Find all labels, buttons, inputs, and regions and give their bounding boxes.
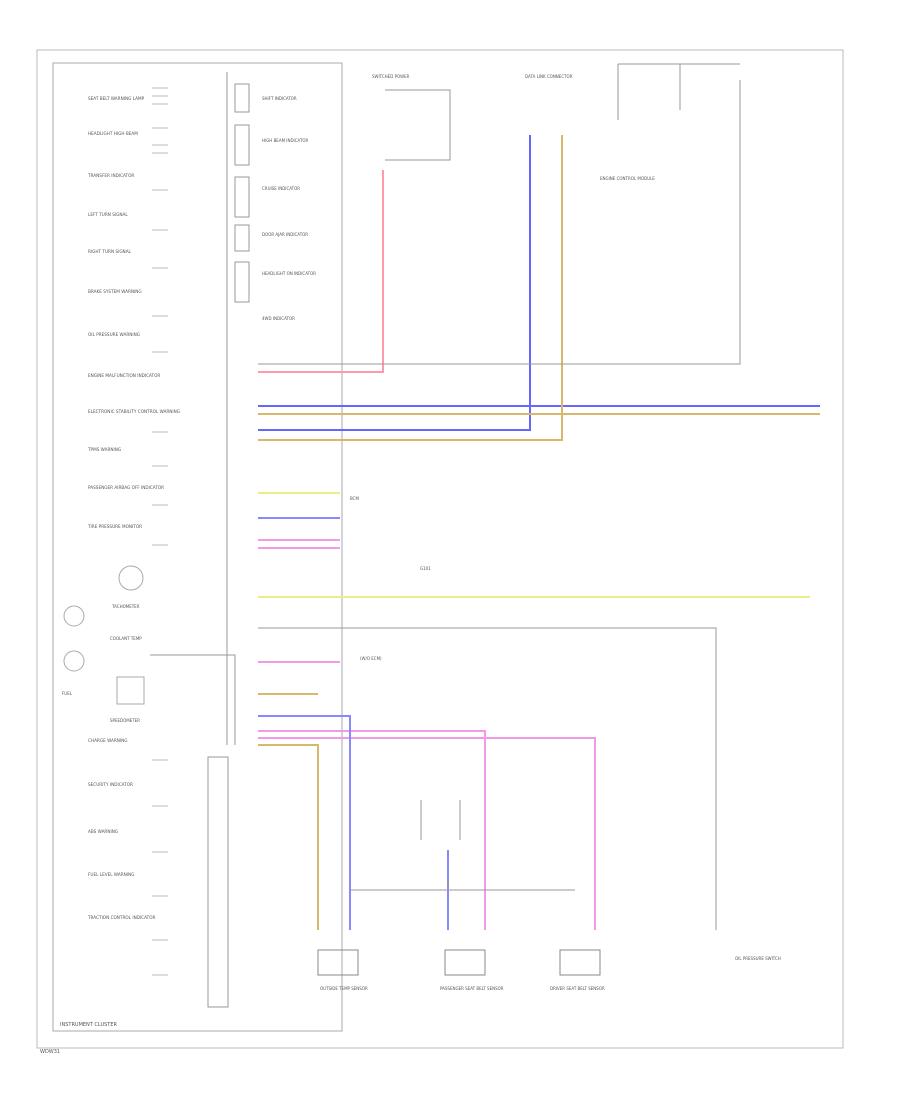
wire-red — [258, 170, 384, 373]
wire-yellow — [258, 492, 810, 598]
left-label: BRAKE SYSTEM WARNING — [88, 289, 142, 294]
left-label: RIGHT TURN SIGNAL — [88, 249, 132, 254]
left-label: TRANSFER INDICATOR — [87, 173, 134, 178]
gauge-label: SPEEDOMETER — [110, 718, 140, 723]
diagram-border — [36, 49, 844, 1049]
sub-label: HEADLIGHT ON INDICATOR — [262, 271, 316, 276]
footer-code: WDW31 — [40, 1049, 60, 1055]
tachometer-gauge — [118, 565, 144, 591]
wire-lightblue — [258, 517, 449, 930]
sub-label: 4WD INDICATOR — [262, 316, 295, 321]
left-label: PASSENGER AIRBAG OFF INDICATOR — [88, 485, 164, 490]
gauges: TACHOMETER COOLANT TEMP FUEL SPEEDOMETER — [62, 565, 145, 723]
bottom-label: DRIVER SEAT BELT SENSOR — [550, 986, 605, 991]
left-label: SECURITY INDICATOR — [88, 782, 133, 787]
gauge-label: COOLANT TEMP — [110, 636, 142, 641]
left-label: OIL PRESSURE WARNING — [88, 332, 140, 337]
sub-label: SHIFT INDICATOR — [262, 96, 297, 101]
left-label: TIRE PRESSURE MONITOR — [87, 524, 142, 529]
note-label: (W/O ECM) — [360, 656, 382, 661]
sub-label: CRUISE INDICATOR — [262, 186, 300, 191]
left-label: ELECTRONIC STABILITY CONTROL WARNING — [88, 409, 180, 414]
left-label: ABS WARNING — [88, 829, 118, 834]
right-label: BCM — [350, 496, 359, 501]
left-label: LEFT TURN SIGNAL — [88, 212, 128, 217]
left-label: HEADLIGHT HIGH BEAM — [88, 131, 138, 136]
left-label: TPMS WARNING — [87, 447, 121, 452]
cluster-title: INSTRUMENT CLUSTER — [60, 1022, 118, 1028]
right-label: SWITCHED POWER — [372, 74, 410, 79]
left-label: TRACTION CONTROL INDICATOR — [87, 915, 155, 920]
coolant-gauge — [63, 605, 85, 627]
speedometer-gauge — [116, 676, 145, 705]
gauge-label: FUEL — [62, 691, 73, 696]
wire-pink — [258, 539, 596, 930]
left-label: SEAT BELT WARNING LAMP — [88, 96, 145, 101]
cluster-sub-labels: SHIFT INDICATOR HIGH BEAM INDICATOR CRUI… — [262, 96, 316, 321]
bottom-label: OUTSIDE TEMP SENSOR — [320, 986, 368, 991]
right-label: G101 — [420, 566, 431, 571]
bottom-label: PASSENGER SEAT BELT SENSOR — [440, 986, 504, 991]
left-labels: SEAT BELT WARNING LAMP HEADLIGHT HIGH BE… — [87, 96, 180, 920]
bottom-labels: OUTSIDE TEMP SENSOR PASSENGER SEAT BELT … — [320, 956, 781, 991]
module-box — [559, 949, 601, 976]
right-label: DATA LINK CONNECTOR — [525, 74, 573, 79]
sub-label: HIGH BEAM INDICATOR — [262, 138, 309, 143]
module-box — [444, 949, 486, 976]
left-label: FUEL LEVEL WARNING — [88, 872, 134, 877]
wire-tan — [258, 135, 820, 441]
sub-label: DOOR AJAR INDICATOR — [262, 232, 308, 237]
bottom-modules — [317, 949, 601, 976]
module-box — [317, 949, 359, 976]
fuel-gauge — [63, 650, 85, 672]
wire-blue — [258, 135, 820, 431]
right-label: ENGINE CONTROL MODULE — [600, 176, 655, 181]
gauge-label: TACHOMETER — [111, 604, 140, 609]
left-label: ENGINE MALFUNCTION INDICATOR — [88, 373, 160, 378]
left-label: CHARGE WARNING — [88, 738, 128, 743]
wire-tan2 — [258, 693, 319, 930]
bottom-label: OIL PRESSURE SWITCH — [735, 956, 781, 961]
cluster-box — [52, 62, 343, 1032]
right-labels: SWITCHED POWER DATA LINK CONNECTOR ENGIN… — [350, 74, 655, 571]
